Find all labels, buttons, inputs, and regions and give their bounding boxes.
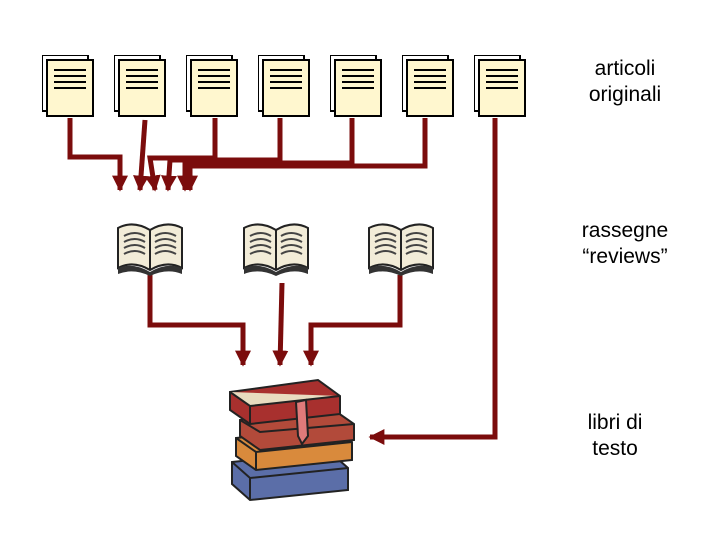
connectors-reviews-to-textbooks [147, 275, 403, 367]
connector-article-2 [133, 119, 150, 192]
reviews-label: rassegne “reviews” [555, 218, 695, 270]
review-open-book-icon [368, 223, 434, 276]
article-document-icon [330, 55, 382, 117]
textbooks-label-line-1: libri di [587, 411, 643, 434]
article-document-icon [258, 55, 310, 117]
review-open-book-icon [117, 223, 183, 276]
reviews-label-line-1: rassegne [581, 219, 669, 242]
reviews-label-line-2: “reviews” [582, 245, 668, 268]
articles-label-line-2: originali [588, 83, 662, 106]
connector-review-1 [147, 275, 252, 367]
connector-article-1 [67, 118, 129, 192]
articles-row [42, 55, 526, 117]
article-document-icon [474, 55, 526, 117]
connector-article-5 [176, 118, 355, 192]
article-document-icon [114, 55, 166, 117]
connector-review-3 [302, 275, 403, 367]
textbook-stack-icon [229, 378, 355, 502]
articles-label: articoli originali [560, 56, 690, 108]
connector-review-2 [272, 282, 289, 367]
connectors-articles-to-reviews [67, 118, 498, 446]
review-open-book-icon [243, 223, 309, 276]
article-document-icon [42, 55, 94, 117]
connector-article-6 [181, 118, 428, 192]
article-document-icon [402, 55, 454, 117]
textbooks-label-line-2: testo [592, 437, 638, 460]
article-document-icon [186, 55, 238, 117]
textbooks-label: libri di testo [555, 410, 675, 462]
reviews-row [117, 223, 434, 276]
articles-label-line-1: articoli [594, 57, 656, 80]
connector-article-4 [160, 118, 283, 192]
connector-article-7-to-textbooks [368, 118, 498, 446]
